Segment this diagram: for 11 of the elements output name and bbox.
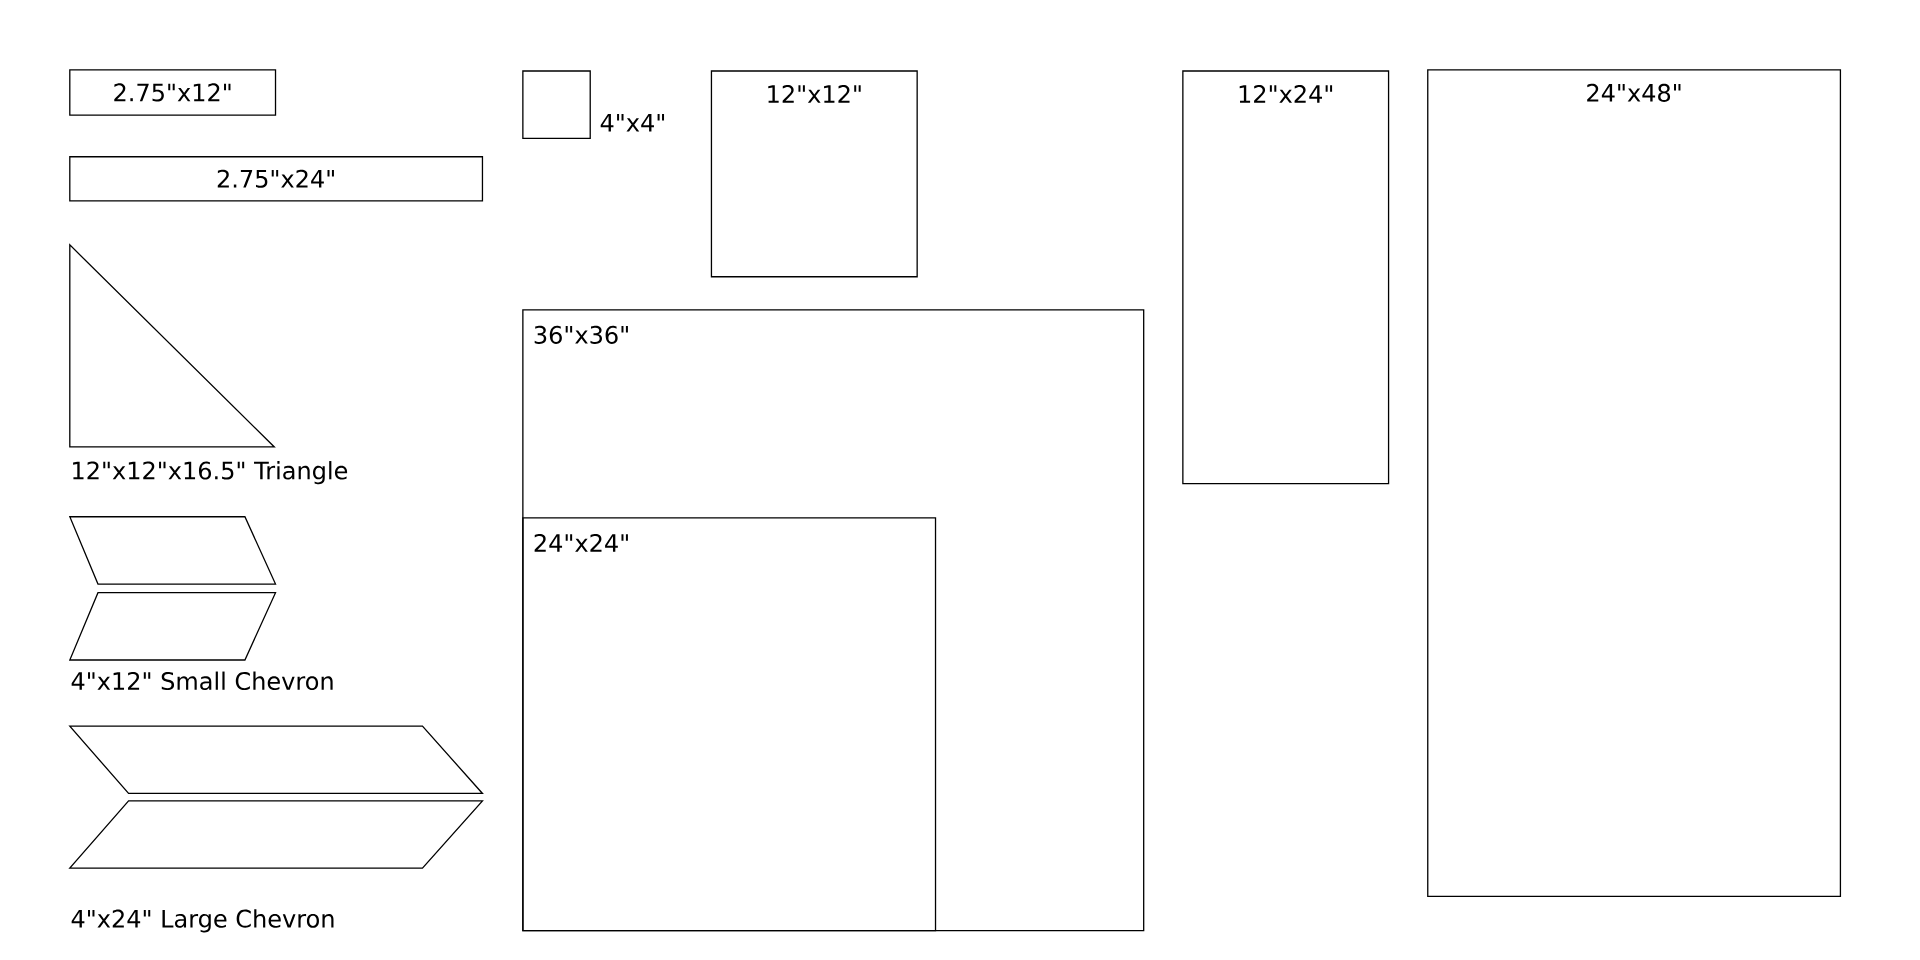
size-label: 2.75"x12" bbox=[114, 83, 231, 102]
size-label: 12"x24" bbox=[1239, 85, 1333, 103]
size-label: 4"x4" bbox=[600, 113, 665, 132]
size-label: 2.75"x24" bbox=[217, 169, 334, 188]
size-label: 24"x48" bbox=[1587, 83, 1681, 102]
size-label: 12"x12"x16.5" Triangle bbox=[73, 461, 348, 485]
size-label: 12"x12" bbox=[768, 85, 861, 103]
size-label: 4"x24" Large Chevron bbox=[71, 909, 334, 933]
size-label: 24"x24" bbox=[534, 533, 628, 552]
size-label: 36"x36" bbox=[534, 325, 628, 344]
size-label: 4"x12" Small Chevron bbox=[71, 671, 333, 691]
